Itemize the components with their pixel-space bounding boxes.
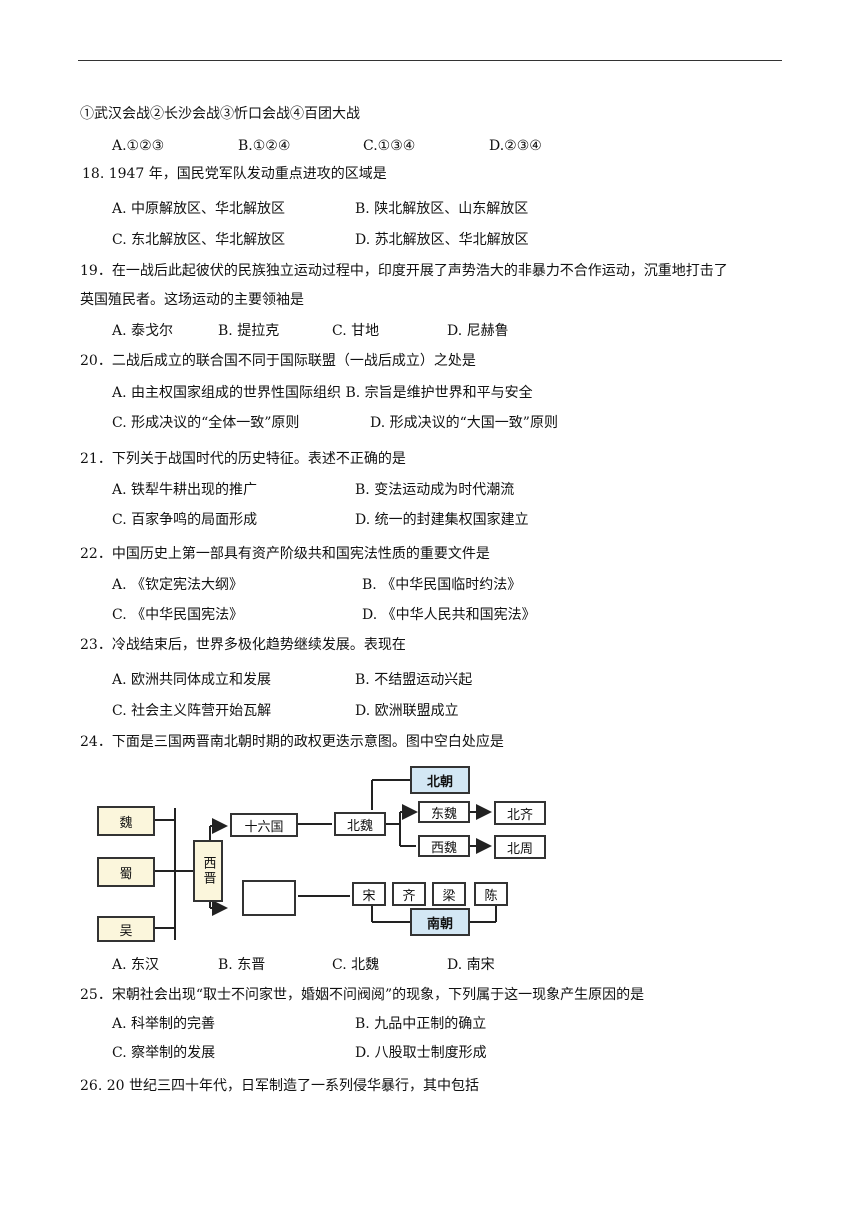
diagram-xijin: 西晋	[193, 840, 223, 902]
q24-option-b[interactable]: B. 东晋	[218, 957, 266, 973]
diagram-shu: 蜀	[97, 857, 155, 887]
diagram-blank-answer-box	[242, 880, 296, 916]
q25-stem: 25．宋朝社会出现“取士不问家世，婚姻不问阀阅”的现象，下列属于这一现象产生原因…	[80, 987, 645, 1003]
q23-option-c[interactable]: C. 社会主义阵营开始瓦解	[112, 703, 272, 719]
q19-stem-line2: 英国殖民者。这场运动的主要领袖是	[80, 292, 304, 308]
q18-option-d[interactable]: D. 苏北解放区、华北解放区	[355, 232, 529, 248]
q19-stem-line1: 19．在一战后此起彼伏的民族独立运动过程中，印度开展了声势浩大的非暴力不合作运动…	[80, 263, 728, 279]
diagram-song: 宋	[352, 882, 386, 906]
q21-option-c[interactable]: C. 百家争鸣的局面形成	[112, 512, 258, 528]
q24-option-c[interactable]: C. 北魏	[332, 957, 380, 973]
q23-option-b[interactable]: B. 不结盟运动兴起	[355, 672, 473, 688]
q17-option-c[interactable]: C.①③④	[363, 138, 416, 154]
q22-option-b[interactable]: B. 《中华民国临时约法》	[362, 577, 522, 593]
q19-option-b[interactable]: B. 提拉克	[218, 323, 280, 339]
diagram-beizhou: 北周	[494, 835, 546, 859]
q19-option-a[interactable]: A. 泰戈尔	[112, 323, 174, 339]
diagram-qi: 齐	[392, 882, 426, 906]
q25-option-c[interactable]: C. 察举制的发展	[112, 1045, 216, 1061]
q25-option-a[interactable]: A. 科举制的完善	[112, 1016, 216, 1032]
diagram-shiliuguo: 十六国	[230, 813, 298, 837]
q24-stem: 24．下面是三国两晋南北朝时期的政权更迭示意图。图中空白处应是	[80, 734, 504, 750]
q21-option-a[interactable]: A. 铁犁牛耕出现的推广	[112, 482, 258, 498]
q19-option-d[interactable]: D. 尼赫鲁	[447, 323, 509, 339]
diagram-dongwei: 东魏	[418, 801, 470, 823]
q26-stem: 26. 20 世纪三四十年代，日军制造了一系列侵华暴行，其中包括	[80, 1078, 479, 1094]
q23-option-a[interactable]: A. 欧洲共同体成立和发展	[112, 672, 272, 688]
q22-option-d[interactable]: D. 《中华人民共和国宪法》	[362, 607, 536, 623]
diagram-beiqi: 北齐	[494, 801, 546, 825]
diagram-chen: 陈	[474, 882, 508, 906]
q18-stem: 18. 1947 年，国民党军队发动重点进攻的区域是	[82, 166, 387, 182]
q23-option-d[interactable]: D. 欧洲联盟成立	[355, 703, 459, 719]
diagram-liang: 梁	[432, 882, 466, 906]
q22-option-c[interactable]: C. 《中华民国宪法》	[112, 607, 244, 623]
q19-option-c[interactable]: C. 甘地	[332, 323, 380, 339]
q17-option-d[interactable]: D.②③④	[489, 138, 542, 154]
q25-option-b[interactable]: B. 九品中正制的确立	[355, 1016, 487, 1032]
q25-option-d[interactable]: D. 八股取士制度形成	[355, 1045, 487, 1061]
q18-option-b[interactable]: B. 陕北解放区、山东解放区	[355, 201, 529, 217]
q18-option-c[interactable]: C. 东北解放区、华北解放区	[112, 232, 286, 248]
q18-option-a[interactable]: A. 中原解放区、华北解放区	[112, 201, 286, 217]
diagram-beiwei: 北魏	[334, 812, 386, 836]
q21-stem: 21．下列关于战国时代的历史特征。表述不正确的是	[80, 451, 406, 467]
diagram-wu: 吴	[97, 916, 155, 942]
q17-items: ①武汉会战②长沙会战③忻口会战④百团大战	[80, 106, 360, 122]
q20-option-c[interactable]: C. 形成决议的“全体一致”原则	[112, 415, 300, 431]
q21-option-d[interactable]: D. 统一的封建集权国家建立	[355, 512, 529, 528]
q20-option-d[interactable]: D. 形成决议的“大国一致”原则	[370, 415, 558, 431]
diagram-beichao: 北朝	[410, 766, 470, 794]
q24-option-d[interactable]: D. 南宋	[447, 957, 495, 973]
q22-stem: 22．中国历史上第一部具有资产阶级共和国宪法性质的重要文件是	[80, 546, 490, 562]
q23-stem: 23．冷战结束后，世界多极化趋势继续发展。表现在	[80, 637, 406, 653]
q20-stem: 20．二战后成立的联合国不同于国际联盟（一战后成立）之处是	[80, 353, 476, 369]
q17-option-a[interactable]: A.①②③	[112, 138, 165, 154]
q20-option-ab[interactable]: A. 由主权国家组成的世界性国际组织 B. 宗旨是维护世界和平与安全	[112, 385, 533, 401]
diagram-xiwei: 西魏	[418, 835, 470, 857]
q22-option-a[interactable]: A. 《钦定宪法大纲》	[112, 577, 244, 593]
diagram-nanchao: 南朝	[410, 908, 470, 936]
diagram-wei: 魏	[97, 806, 155, 836]
q24-option-a[interactable]: A. 东汉	[112, 957, 160, 973]
header-rule	[78, 60, 782, 61]
q21-option-b[interactable]: B. 变法运动成为时代潮流	[355, 482, 515, 498]
q17-option-b[interactable]: B.①②④	[238, 138, 291, 154]
